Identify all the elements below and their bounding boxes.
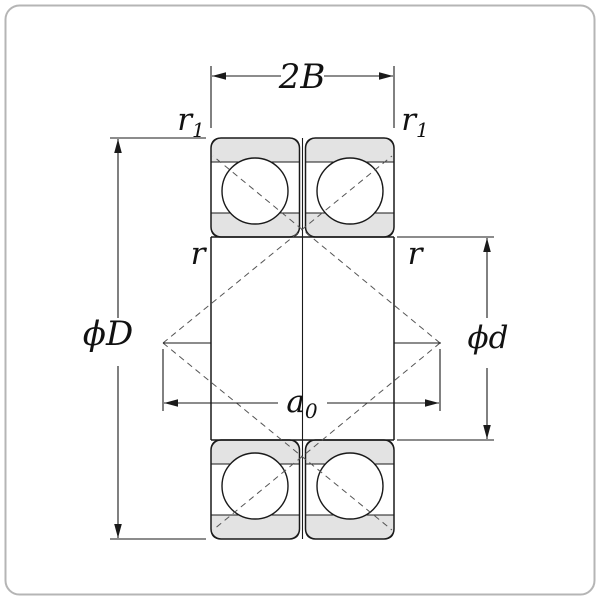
contact-line-right-apex-to-bottom-left bbox=[212, 342, 441, 531]
label-bore-diameter: ϕd bbox=[468, 320, 509, 356]
label-race-fillet-left: r bbox=[191, 236, 208, 272]
arrowhead-od-bottom bbox=[114, 524, 122, 538]
label-width: 2B bbox=[278, 57, 326, 97]
dimension-apex-distance: a0 bbox=[162, 349, 441, 423]
arrowhead-bore-top bbox=[483, 238, 491, 252]
label-chamfer-top-right: r1 bbox=[401, 102, 429, 142]
bearing-cross-section bbox=[210, 137, 395, 540]
label-apex-distance: a0 bbox=[286, 384, 317, 423]
label-chamfer-top-right-main: r bbox=[401, 102, 418, 138]
ball-bottom-right bbox=[316, 452, 384, 520]
arrowhead-width-left bbox=[212, 72, 226, 80]
label-chamfer-top-left-sub: 1 bbox=[192, 118, 205, 142]
arrowhead-od-top bbox=[114, 139, 122, 153]
label-apex-distance-main: a bbox=[286, 384, 304, 420]
dimension-outer-diameter: ϕD bbox=[83, 137, 206, 540]
arrowhead-bore-bottom bbox=[483, 425, 491, 439]
label-chamfer-top-right-sub: 1 bbox=[416, 118, 429, 142]
contact-line-left-apex-to-bottom-right bbox=[162, 342, 393, 531]
ball-top-right bbox=[316, 157, 384, 225]
contact-line-left-apex-to-top-right bbox=[162, 155, 393, 344]
frame-border bbox=[4, 4, 596, 596]
contact-line-right-apex-to-top-left bbox=[212, 155, 441, 344]
label-race-fillet-right: r bbox=[408, 236, 425, 272]
label-chamfer-top-left: r1 bbox=[177, 102, 205, 142]
label-apex-distance-sub: 0 bbox=[305, 399, 318, 423]
dimension-bore-diameter: ϕd bbox=[397, 236, 509, 441]
arrowhead-apex-right bbox=[425, 399, 439, 407]
ball-bottom-left bbox=[221, 452, 289, 520]
contact-angle-lines bbox=[162, 155, 441, 531]
arrowhead-width-right bbox=[379, 72, 393, 80]
dimension-width-2b: 2B bbox=[210, 57, 395, 128]
label-outer-diameter: ϕD bbox=[83, 314, 133, 354]
arrowhead-apex-left bbox=[164, 399, 178, 407]
label-chamfer-top-left-main: r bbox=[177, 102, 194, 138]
ball-top-left bbox=[221, 157, 289, 225]
